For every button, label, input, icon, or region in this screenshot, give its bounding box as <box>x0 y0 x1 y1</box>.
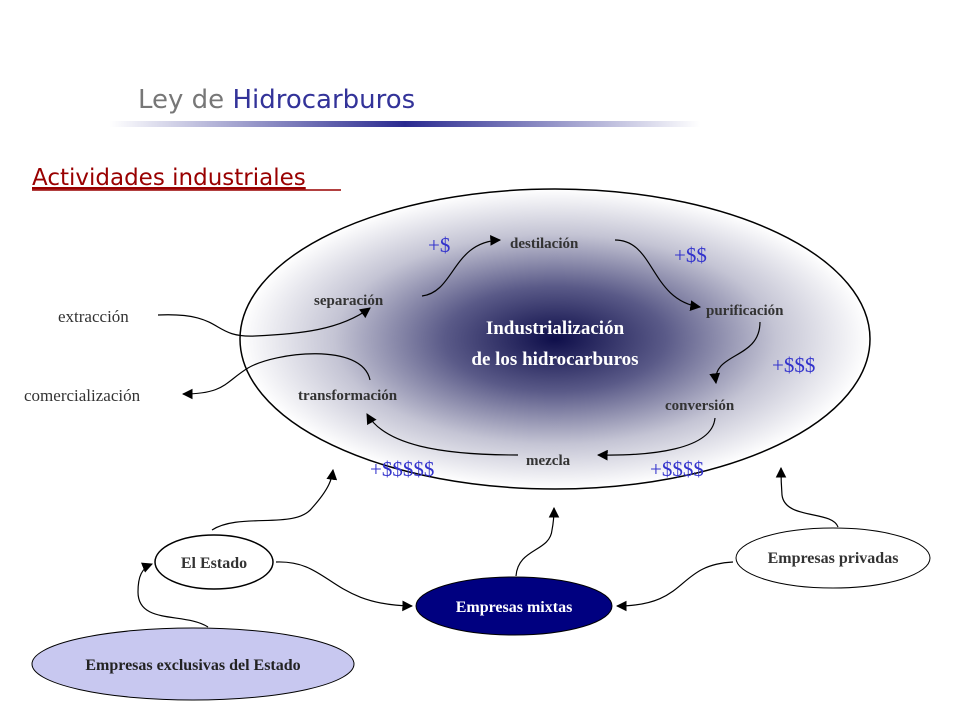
title-highlight: Hidrocarburos <box>232 85 415 115</box>
title-rule <box>110 121 700 127</box>
section-subtitle: Actividades industriales <box>32 165 306 191</box>
arrow-transformacion-comercializacion <box>181 353 371 400</box>
node-empresas-privadas <box>735 527 931 589</box>
arrow-mixtas-ellipse <box>515 506 560 577</box>
node-empresas-mixtas-label: Empresas mixtas <box>456 599 573 616</box>
slide-title: Ley de Hidrocarburos <box>138 85 415 115</box>
value-step3: +$$$ <box>772 353 815 377</box>
step-conversion: conversión <box>665 398 735 414</box>
arrow-extraccion-separacion <box>157 307 371 337</box>
label-extraccion: extracción <box>58 307 129 326</box>
title-prefix: Ley de <box>138 85 232 115</box>
arrow-privadas-mixtas <box>615 561 734 612</box>
value-step1: +$ <box>428 233 450 257</box>
node-el-estado-label: El Estado <box>181 555 247 572</box>
node-el-estado <box>154 534 274 590</box>
center-label-line2: de los hidrocarburos <box>471 349 638 370</box>
value-step2: +$$ <box>674 243 707 267</box>
label-comercializacion: comercialización <box>24 386 141 405</box>
node-empresas-exclusivas-label: Empresas exclusivas del Estado <box>85 657 300 674</box>
value-step5: +$$$$$ <box>370 457 434 481</box>
step-separacion: separación <box>314 293 384 309</box>
arrow-privadas-ellipse <box>775 466 839 528</box>
node-empresas-privadas-label: Empresas privadas <box>768 550 899 567</box>
arrow-estado-ellipse <box>211 468 338 531</box>
step-destilacion: destilación <box>510 236 579 252</box>
arrow-separacion-destilacion <box>421 235 502 297</box>
arrow-destilacion-purificacion <box>614 239 702 311</box>
arrow-mezcla-transformacion <box>366 413 519 456</box>
arrow-conversion-mezcla <box>596 417 716 461</box>
arrow-exclusivas-estado <box>137 562 209 628</box>
arrow-estado-mixtas <box>275 561 414 612</box>
arrow-purificacion-conversion <box>709 321 761 385</box>
step-transformacion: transformación <box>298 388 398 404</box>
step-purificacion: purificación <box>706 303 784 319</box>
value-step4: +$$$$ <box>650 457 704 481</box>
step-mezcla: mezcla <box>526 453 571 469</box>
industrialization-ellipse <box>239 188 871 490</box>
center-label-line1: Industrialización <box>486 318 625 339</box>
node-empresas-mixtas <box>415 576 613 636</box>
node-empresas-exclusivas <box>31 627 355 701</box>
